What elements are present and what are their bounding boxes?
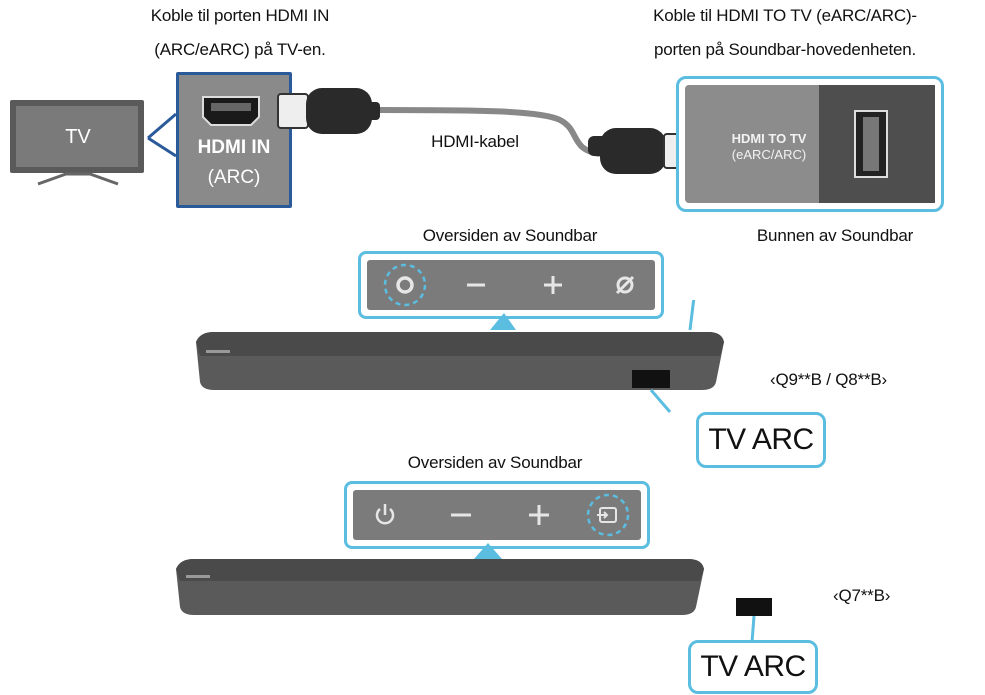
soundbar-bottom-caption: Bunnen av Soundbar bbox=[756, 226, 914, 245]
cable-label: HDMI-kabel bbox=[431, 132, 519, 151]
plus-icon[interactable] bbox=[544, 276, 562, 294]
tv-port-label-line2: (ARC) bbox=[207, 167, 261, 188]
soundbar-port-panel: HDMI TO TV (eARC/ARC) bbox=[676, 76, 944, 212]
tv-arc-callout-2: TV ARC bbox=[688, 640, 818, 694]
hdmi-port-icon bbox=[202, 96, 260, 126]
soundbar-top-caption-1: Oversiden av Soundbar bbox=[422, 226, 598, 245]
button-panel-2 bbox=[344, 481, 650, 549]
tv-hdmi-port-panel: HDMI IN (ARC) bbox=[176, 72, 292, 208]
tv-arc-port-2 bbox=[736, 598, 772, 616]
soundbar-2 bbox=[176, 543, 704, 615]
tv-port-caption-line1: Koble til porten HDMI IN bbox=[150, 6, 330, 25]
tv-arc-label-1: TV ARC bbox=[708, 423, 814, 456]
model-label-2: ‹Q7**B› bbox=[833, 586, 891, 605]
tv-illustration: TV bbox=[8, 100, 148, 190]
hdmi-port-vertical-icon bbox=[854, 110, 888, 178]
mute-icon[interactable] bbox=[615, 275, 635, 295]
soundbar-1 bbox=[196, 300, 724, 413]
soundbar-top-caption-2: Oversiden av Soundbar bbox=[407, 453, 583, 472]
tv-port-leader bbox=[147, 112, 177, 158]
button-panel-1 bbox=[358, 251, 664, 319]
tv-arc-callout-1: TV ARC bbox=[696, 412, 826, 468]
highlight-ring bbox=[383, 263, 427, 307]
hdmi-cable bbox=[277, 88, 695, 174]
tv-icon bbox=[10, 100, 144, 186]
tv-arc-label-2: TV ARC bbox=[700, 650, 806, 683]
soundbar-port-caption-line1: Koble til HDMI TO TV (eARC/ARC)- bbox=[653, 6, 917, 25]
plus-icon[interactable] bbox=[529, 505, 549, 525]
soundbar-port-label-line2: (eARC/ARC) bbox=[731, 147, 807, 162]
tv-arc-leader-2 bbox=[750, 616, 756, 643]
power-circle-icon[interactable] bbox=[396, 276, 414, 294]
power-icon[interactable] bbox=[375, 504, 395, 525]
source-icon[interactable] bbox=[597, 507, 617, 523]
soundbar-port-caption-line2: porten på Soundbar-hovedenheten. bbox=[653, 40, 917, 59]
tv-port-caption-line2: (ARC/eARC) på TV-en. bbox=[154, 40, 326, 59]
soundbar-port-label-line1: HDMI TO TV bbox=[731, 131, 807, 146]
tv-port-label-line1: HDMI IN bbox=[197, 137, 271, 158]
tv-label: TV bbox=[65, 126, 91, 148]
model-label-1: ‹Q9**B / Q8**B› bbox=[770, 370, 887, 389]
highlight-ring bbox=[586, 493, 630, 537]
